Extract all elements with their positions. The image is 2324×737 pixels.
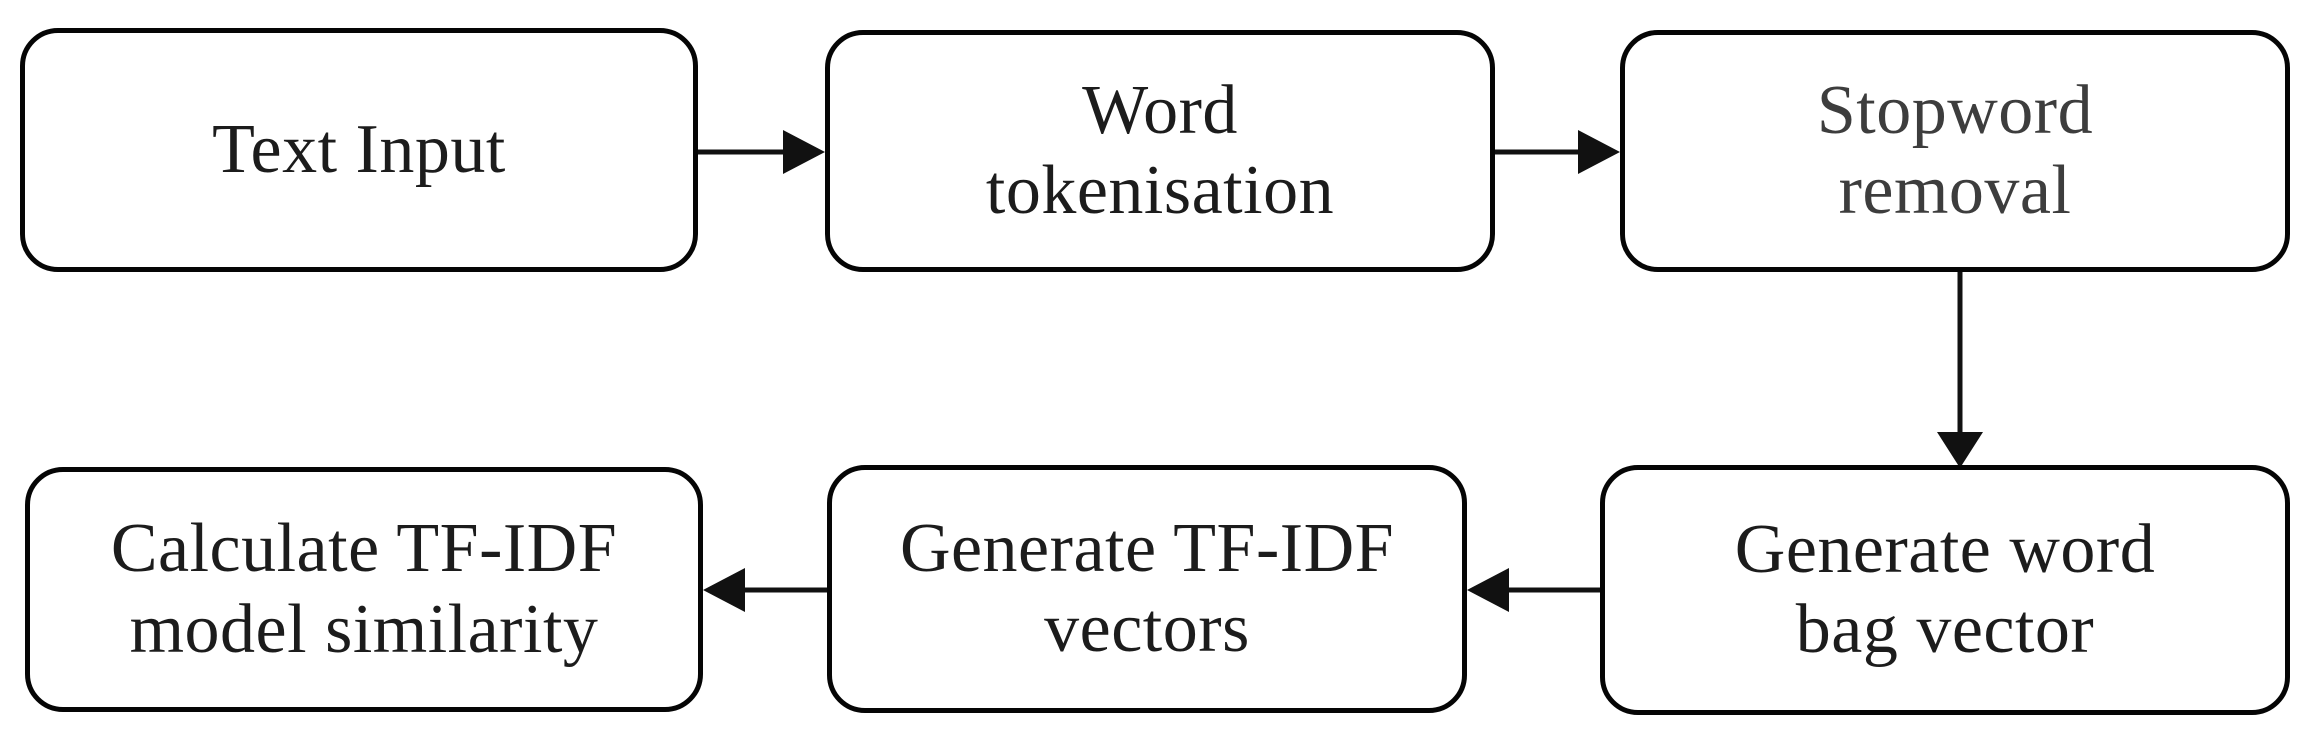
node-stopword-removal: Stopword removal — [1620, 30, 2290, 272]
edge-stopword-removal-to-generate-word-bag-vector — [1937, 272, 1983, 468]
edge-generate-tfidf-vectors-to-calculate-tfidf-model-similarity — [703, 568, 827, 612]
arrowhead-left-icon — [703, 568, 745, 612]
node-label: Stopword — [1816, 71, 2094, 149]
node-text-input: Text Input — [20, 28, 698, 272]
edge-text-input-to-word-tokenisation — [698, 130, 825, 174]
arrowhead-right-icon — [1578, 130, 1620, 174]
edge-word-tokenisation-to-stopword-removal — [1495, 130, 1620, 174]
node-label: Generate word — [1734, 510, 2156, 588]
node-label: Calculate TF-IDF — [110, 510, 618, 587]
node-generate-word-bag-vector: Generate word bag vector — [1600, 465, 2290, 715]
node-label: tokenisation — [985, 152, 1335, 229]
node-label: removal — [1838, 152, 2072, 229]
node-generate-tfidf-vectors: Generate TF-IDF vectors — [827, 465, 1467, 713]
edge-generate-word-bag-vector-to-generate-tfidf-vectors — [1467, 568, 1600, 612]
node-label: Text Input — [212, 110, 506, 188]
node-label: vectors — [1044, 590, 1250, 667]
node-label: Generate TF-IDF — [899, 509, 1395, 587]
node-calculate-tfidf-model-similarity: Calculate TF-IDF model similarity — [25, 467, 703, 712]
arrowhead-right-icon — [783, 130, 825, 174]
node-label: model similarity — [129, 590, 599, 668]
node-word-tokenisation: Word tokenisation — [825, 30, 1495, 272]
arrowhead-down-icon — [1937, 432, 1983, 468]
arrowhead-left-icon — [1467, 568, 1509, 612]
node-label: Word — [1082, 71, 1238, 149]
node-label: bag vector — [1795, 591, 2095, 668]
